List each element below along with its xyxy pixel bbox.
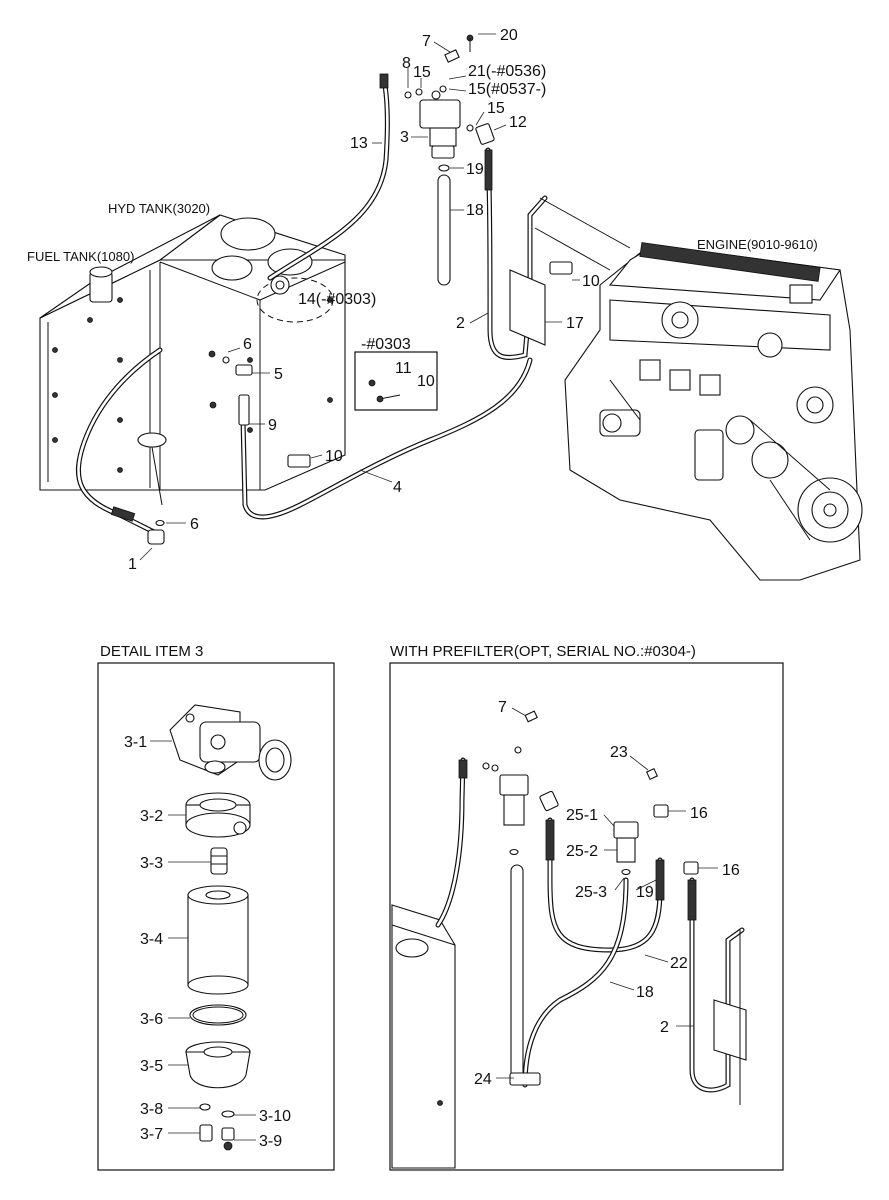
callout-21: 21(-#0536)	[468, 63, 546, 80]
pipe-18	[437, 174, 451, 286]
callout-11: 11	[395, 360, 412, 377]
detail-item-3: DETAIL ITEM 3	[97, 643, 335, 1171]
callout-3-7: 3-7	[140, 1126, 163, 1143]
callout-12: 12	[509, 114, 527, 131]
callout-3-2: 3-2	[140, 808, 163, 825]
prefilter-section: WITH PREFILTER(OPT, SERIAL NO.:#0304-)	[389, 643, 784, 1171]
filter-head	[169, 704, 292, 781]
detail-title: DETAIL ITEM 3	[100, 643, 203, 660]
callout-6-a: 6	[243, 336, 252, 353]
nipple	[210, 847, 228, 875]
callout-3-1: 3-1	[124, 734, 147, 751]
fuel-tank-label: FUEL TANK(1080)	[27, 249, 134, 264]
callout-8: 8	[402, 55, 411, 72]
callout-15-a: 15	[413, 64, 431, 81]
callout-p25-3: 25-3	[575, 884, 607, 901]
prefilter-box	[389, 662, 784, 1171]
fuel-filter-3	[404, 34, 495, 172]
callout-5: 5	[274, 366, 283, 383]
filter-ring	[185, 792, 251, 838]
callout-4: 4	[393, 479, 402, 496]
callout-p18: 18	[636, 984, 654, 1001]
callout-p23: 23	[610, 744, 628, 761]
callout-17: 17	[566, 315, 584, 332]
callout-10-b: 10	[325, 448, 343, 465]
prefilter-title: WITH PREFILTER(OPT, SERIAL NO.:#0304-)	[390, 643, 696, 660]
engine-block	[564, 242, 863, 581]
callout-p7: 7	[498, 699, 507, 716]
inset-0303-box	[354, 351, 438, 411]
callout-3-4: 3-4	[140, 931, 163, 948]
callout-3: 3	[400, 129, 409, 146]
callout-p22: 22	[670, 955, 688, 972]
inset-title: -#0303	[361, 336, 411, 353]
callout-3-6: 3-6	[140, 1011, 163, 1028]
callout-7: 7	[422, 33, 431, 50]
callout-p25-1: 25-1	[566, 807, 598, 824]
callout-14: 14(-#0303)	[298, 291, 376, 308]
callout-19: 19	[466, 161, 484, 178]
callout-1: 1	[128, 556, 137, 573]
callout-3-10: 3-10	[259, 1108, 291, 1125]
tank-block	[39, 214, 346, 506]
detail-box	[97, 662, 335, 1171]
filter-cartridge	[187, 885, 249, 995]
callout-20: 20	[500, 27, 518, 44]
callout-3-9: 3-9	[259, 1133, 282, 1150]
callout-3-5: 3-5	[140, 1058, 163, 1075]
callout-15-b: 15(#0537-)	[468, 81, 546, 98]
drain-plug	[199, 1124, 213, 1142]
callout-18: 18	[466, 202, 484, 219]
callout-3-8: 3-8	[140, 1101, 163, 1118]
callout-9: 9	[268, 417, 277, 434]
o-ring	[189, 1004, 247, 1026]
sensor-plug	[221, 1127, 235, 1141]
callout-10-a: 10	[582, 273, 600, 290]
callout-p16-b: 16	[722, 862, 740, 879]
filter-bowl	[185, 1041, 251, 1089]
callout-p19: 19	[636, 884, 654, 901]
engine-label: ENGINE(9010-9610)	[697, 237, 818, 252]
callout-p16-a: 16	[690, 805, 708, 822]
hyd-tank-label: HYD TANK(3020)	[108, 201, 210, 216]
callout-10-inset: 10	[417, 373, 435, 390]
callout-15-c: 15	[487, 100, 505, 117]
callout-2: 2	[456, 315, 465, 332]
callout-p2: 2	[660, 1019, 669, 1036]
callout-3-3: 3-3	[140, 855, 163, 872]
main-assembly: -#0303 11 10 HYD TANK(3020) FUEL TANK(10…	[27, 27, 863, 581]
callout-6-b: 6	[190, 516, 199, 533]
callout-p25-2: 25-2	[566, 843, 598, 860]
callout-13: 13	[350, 135, 368, 152]
callout-p24: 24	[474, 1071, 492, 1088]
